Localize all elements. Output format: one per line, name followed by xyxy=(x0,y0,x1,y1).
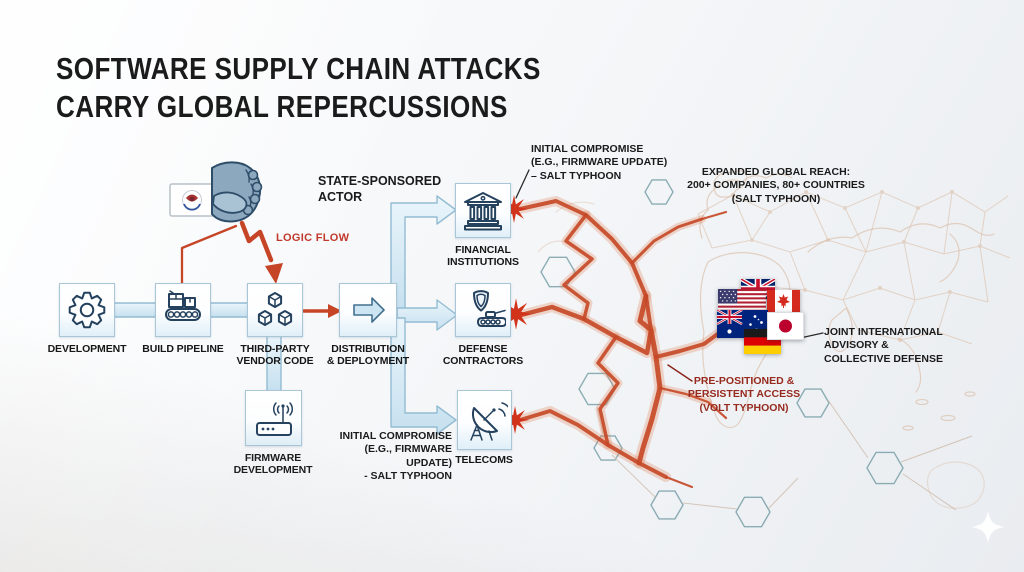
node-label-build-pipeline: BUILD PIPELINE xyxy=(142,343,224,355)
shield-tank-icon xyxy=(473,290,506,327)
flag-germany xyxy=(744,329,781,354)
node-label-third-party: THIRD-PARTY VENDOR CODE xyxy=(236,343,314,368)
annotation-volt-typhoon: PRE-POSITIONED & PERSISTENT ACCESS (VOLT… xyxy=(687,375,801,414)
network-mesh xyxy=(697,190,1011,345)
node-label-defense: DEFENSE CONTRACTORS xyxy=(442,343,524,368)
logic-flow-label: LOGIC FLOW xyxy=(276,232,350,244)
node-development xyxy=(59,283,115,337)
annotation-expanded-reach: EXPANDED GLOBAL REACH: 200+ COMPANIES, 8… xyxy=(687,166,865,205)
flag-japan xyxy=(767,312,804,340)
satellite-dish-icon xyxy=(469,402,508,441)
state-sponsored-actor-label: STATE-SPONSORED ACTOR xyxy=(318,174,442,204)
annotation-initial-compromise-top: INITIAL COMPROMISE (E.G., FIRMWARE UPDAT… xyxy=(531,143,668,182)
state-sponsored-actor-icon xyxy=(169,161,263,223)
annotation-initial-compromise-bottom: INITIAL COMPROMISE (E.G., FIRMWARE UPDAT… xyxy=(339,430,452,483)
node-firmware-development xyxy=(245,390,302,446)
conveyor-icon xyxy=(165,290,201,321)
sparkle-icon xyxy=(972,511,1004,543)
cubes-icon xyxy=(257,292,293,326)
page-title: SOFTWARE SUPPLY CHAIN ATTACKS CARRY GLOB… xyxy=(56,51,541,125)
sleeve-emblem xyxy=(182,190,202,211)
deploy-arrow-icon xyxy=(353,297,385,323)
attack-web xyxy=(515,196,728,489)
flag-canada xyxy=(767,290,800,312)
node-defense-contractors xyxy=(455,283,511,337)
gear-icon xyxy=(65,289,109,331)
node-third-party-vendor-code xyxy=(247,283,303,337)
flow-connectors xyxy=(113,195,458,435)
logic-flow-arrows xyxy=(180,220,342,318)
node-build-pipeline xyxy=(155,283,211,337)
node-label-firmware: FIRMWARE DEVELOPMENT xyxy=(233,452,313,477)
node-telecoms xyxy=(457,390,512,450)
node-label-distribution: DISTRIBUTION & DEPLOYMENT xyxy=(326,343,410,368)
node-distribution-deployment xyxy=(339,283,397,337)
router-icon xyxy=(255,402,293,436)
world-map-outline xyxy=(537,170,995,509)
node-label-financial: FINANCIAL INSTITUTIONS xyxy=(447,244,519,269)
bank-icon xyxy=(464,191,502,230)
node-label-telecoms: TELECOMS xyxy=(455,454,513,466)
node-label-development: DEVELOPMENT xyxy=(47,343,127,355)
annotation-joint-advisory: JOINT INTERNATIONAL ADVISORY & COLLECTIV… xyxy=(824,326,944,365)
node-financial-institutions xyxy=(455,183,511,238)
